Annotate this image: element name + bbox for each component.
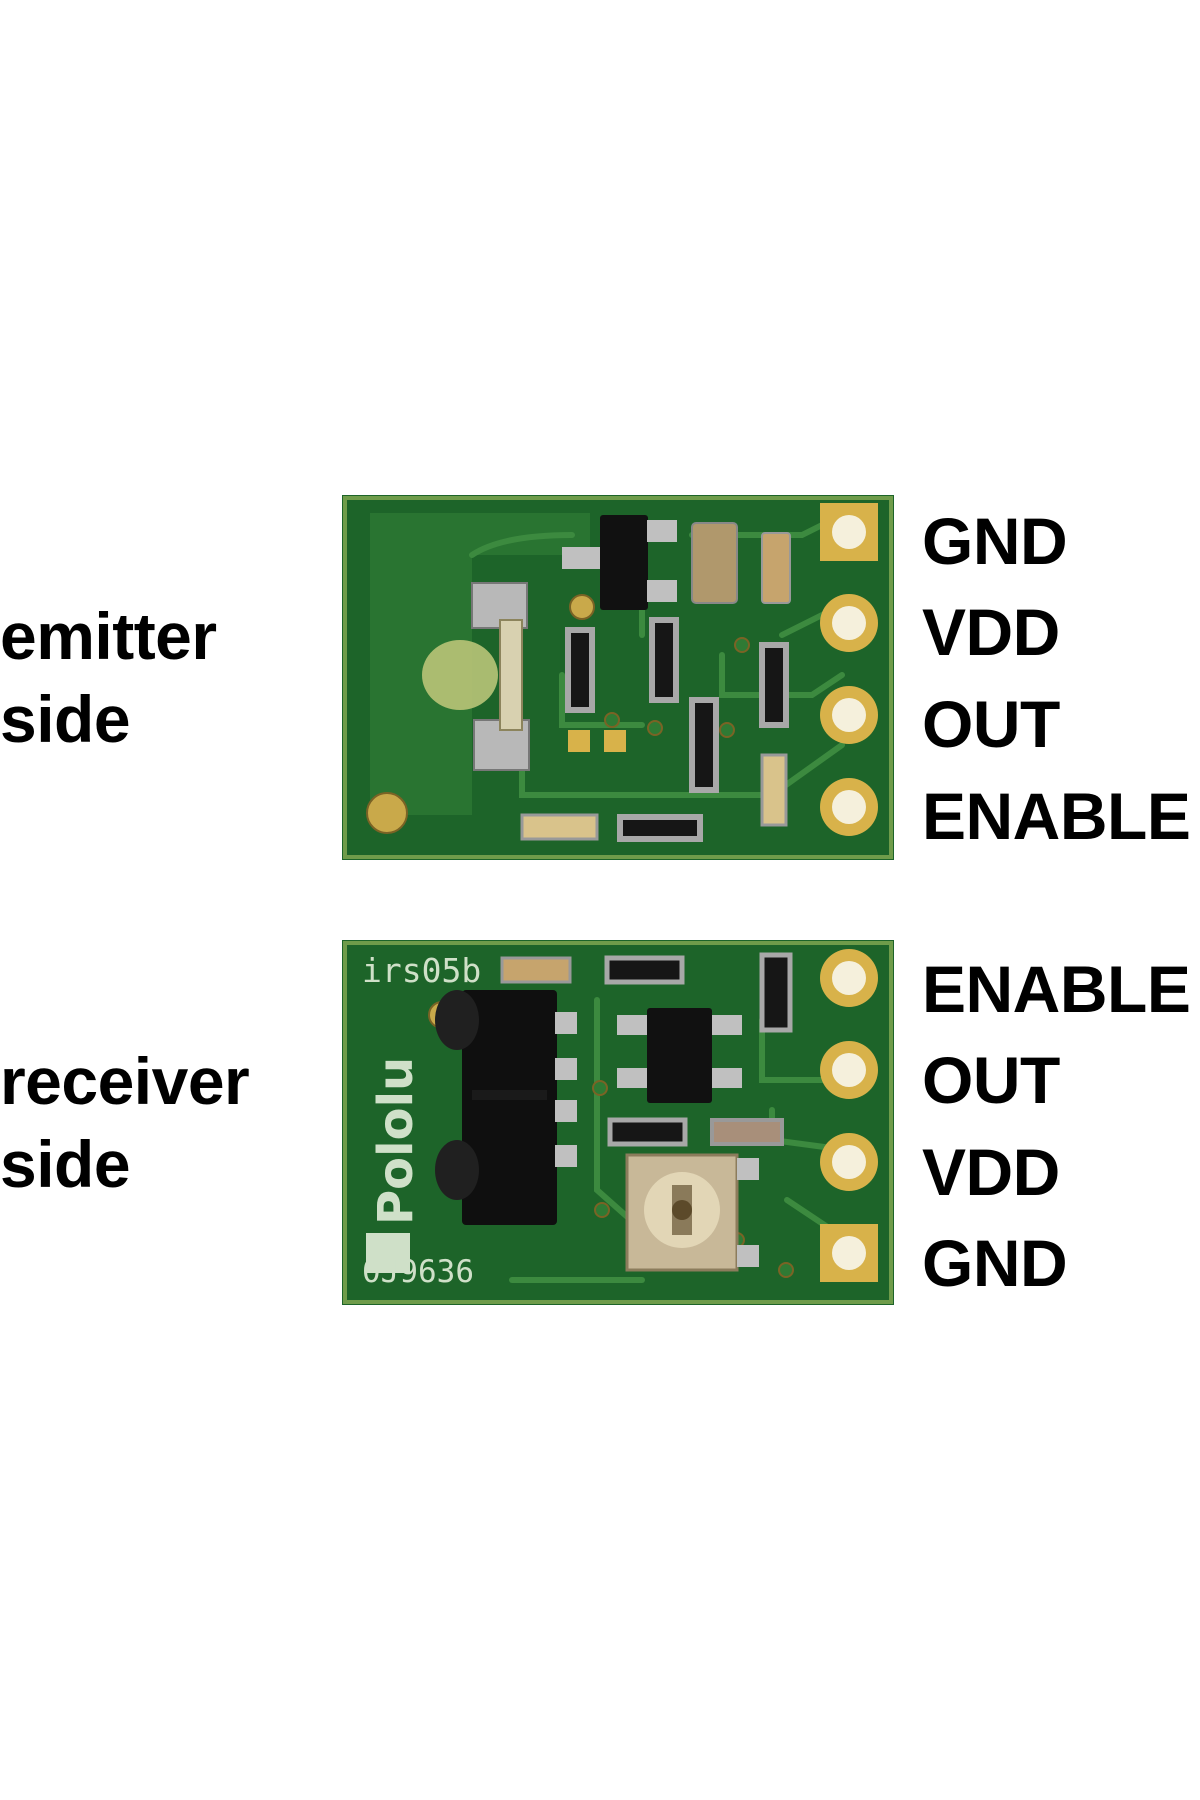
receiver-pin-label-vdd: VDD	[922, 1135, 1060, 1209]
emitter-pin-label-out: OUT	[922, 687, 1060, 761]
silkscreen-brand: Pololu	[368, 1057, 424, 1225]
silkscreen-model: irs05b	[362, 951, 481, 990]
emitter-pin-label-enable: ENABLE	[922, 779, 1191, 853]
silkscreen-serial: 0J9636	[362, 1254, 474, 1290]
emitter-pin-label-vdd: VDD	[922, 595, 1060, 669]
receiver-side-label: receiver side	[0, 1044, 250, 1201]
pololu-logo-icon	[366, 1233, 410, 1273]
emitter-board-photo	[342, 495, 894, 860]
emitter-side-label: emitter side	[0, 599, 217, 756]
emitter-pin-label-gnd: GND	[922, 504, 1068, 578]
receiver-pin-label-enable: ENABLE	[922, 952, 1191, 1026]
receiver-pin-label-gnd: GND	[922, 1226, 1068, 1300]
receiver-board-photo: irs05b Pololu 0J9636	[342, 940, 894, 1305]
receiver-pin-label-out: OUT	[922, 1043, 1060, 1117]
